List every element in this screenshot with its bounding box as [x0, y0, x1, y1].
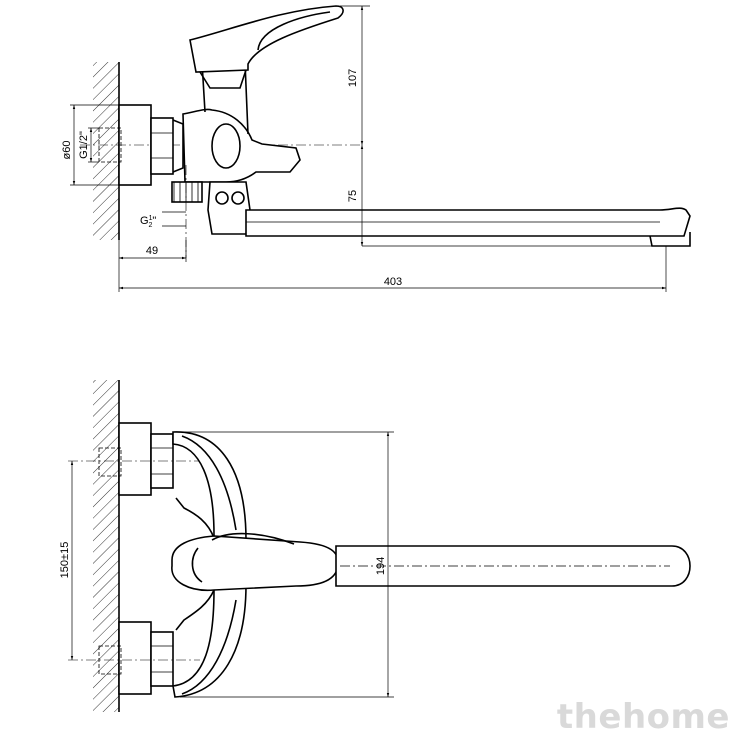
front-body [172, 431, 247, 698]
side-body [182, 59, 301, 183]
side-dimension-107: 107 [340, 5, 370, 145]
front-spout [335, 545, 691, 587]
front-handle [171, 532, 339, 591]
front-upper-inlet [68, 422, 200, 496]
side-dimension-diameter: ø60 [61, 104, 119, 186]
front-lower-inlet [68, 621, 200, 695]
side-dimension-75: 75 [347, 145, 690, 247]
side-spout-collar [207, 181, 251, 235]
dim-label-49: 49 [146, 245, 158, 257]
side-handle [189, 5, 344, 89]
side-spout [245, 207, 691, 247]
watermark-logo: thehome [557, 697, 730, 737]
dim-label-403: 403 [384, 276, 402, 288]
dim-label-centers: 150±15 [59, 542, 71, 579]
side-nut [150, 117, 184, 175]
front-dimension-centers: 150±15 [59, 461, 74, 660]
front-view: 150±15 194 [59, 380, 691, 712]
dim-label-75: 75 [347, 190, 359, 202]
side-wall [93, 62, 120, 240]
dim-label-107: 107 [347, 69, 359, 87]
side-dimension-49: 49 [118, 240, 187, 292]
side-dimension-inlet-thread: G1/2" [78, 127, 99, 163]
dim-label-diameter: ø60 [61, 141, 73, 160]
front-wall [93, 380, 120, 712]
side-dimension-403: 403 [119, 246, 667, 292]
front-dimension-194: 194 [180, 431, 394, 698]
dim-label-inlet-thread: G1/2" [78, 131, 90, 159]
dim-label-194: 194 [375, 557, 387, 575]
